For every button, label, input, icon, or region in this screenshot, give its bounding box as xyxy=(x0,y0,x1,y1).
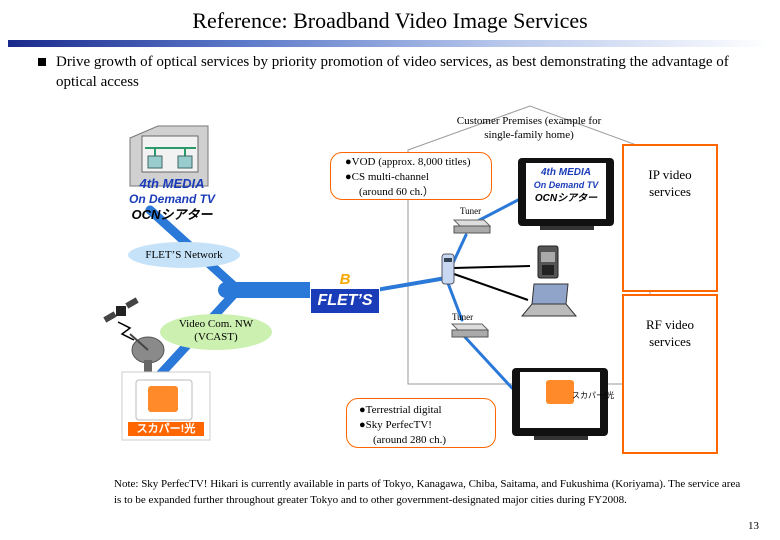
fourth-media-logo: 4th MEDIA xyxy=(139,176,205,191)
bullet-text: Drive growth of optical services by prio… xyxy=(56,54,729,90)
flets-logo: B FLET’S xyxy=(310,270,380,316)
vod-line2: ●CS multi-channel xyxy=(345,171,429,183)
rf-line3: (around 280 ch.) xyxy=(373,434,447,446)
ip-services-line1: IP video xyxy=(648,167,692,182)
satellite-dish-icon xyxy=(129,333,165,374)
phone-pc-lines xyxy=(453,265,531,301)
tv-on-demand-logo: On Demand TV xyxy=(533,180,599,190)
rf-services-line1: RF video xyxy=(645,317,695,332)
rf-callout: ●Terrestrial digital ●Sky PerfecTV! (aro… xyxy=(346,398,496,448)
tuner-bottom-icon xyxy=(450,323,490,338)
onu-router-icon xyxy=(441,253,455,285)
video-nw-bubble: Video Com. NW (VCAST) xyxy=(160,314,272,350)
footnote: Note: Sky PerfecTV! Hikari is currently … xyxy=(114,478,741,506)
rf-video-services-box: RF video services xyxy=(622,294,718,454)
page-title: Reference: Broadband Video Image Service… xyxy=(192,8,588,33)
tuner-bottom-label: Tuner xyxy=(452,312,474,322)
tuner-top-icon xyxy=(452,219,492,234)
ip-video-services-box: IP video services xyxy=(622,144,718,292)
ocn-logo: OCNシアター xyxy=(131,207,213,222)
house-outline xyxy=(407,105,651,385)
premises-label: Customer Premises (example for single-fa… xyxy=(456,115,602,141)
vod-callout: ●VOD (approx. 8,000 titles) ●CS multi-ch… xyxy=(330,152,492,200)
tv-fourth-media-logo: 4th MEDIA xyxy=(541,167,591,178)
skyperfec-logo-text: スカパー!光 xyxy=(128,422,204,436)
vod-line1: ●VOD (approx. 8,000 titles) xyxy=(345,156,471,168)
satellite-icon xyxy=(103,297,139,341)
video-nw-line2: (VCAST) xyxy=(194,331,238,343)
rf-line2: ●Sky PerfecTV! xyxy=(359,419,432,431)
ip-services-line2: services xyxy=(649,184,691,199)
rf-line1: ●Terrestrial digital xyxy=(359,404,442,416)
video-nw-line1: Video Com. NW xyxy=(178,318,254,330)
on-demand-logo: On Demand TV xyxy=(128,192,215,206)
tv-ocn-logo: OCNシアター xyxy=(534,193,598,204)
server-building-icon xyxy=(129,125,209,187)
telephone-icon xyxy=(537,245,559,279)
skyperfec-logo-icon xyxy=(148,386,178,412)
vod-line3: (around 60 ch.） xyxy=(359,186,434,198)
bullet-marker xyxy=(38,58,46,66)
flets-network-bubble: FLET’S Network xyxy=(128,242,240,268)
laptop-icon xyxy=(520,283,578,317)
page-number: 13 xyxy=(748,520,759,532)
tv-skyperfec-text: スカパー!光 xyxy=(572,391,615,400)
tv-skyperfec-logo-icon xyxy=(546,380,574,404)
title-underline xyxy=(8,40,772,47)
rf-services-line2: services xyxy=(649,334,691,349)
tuner-top-label: Tuner xyxy=(460,206,482,216)
tv-top-icon xyxy=(518,158,614,230)
flets-logo-bottom: FLET’S xyxy=(311,289,379,313)
flets-logo-top: B xyxy=(311,271,379,289)
